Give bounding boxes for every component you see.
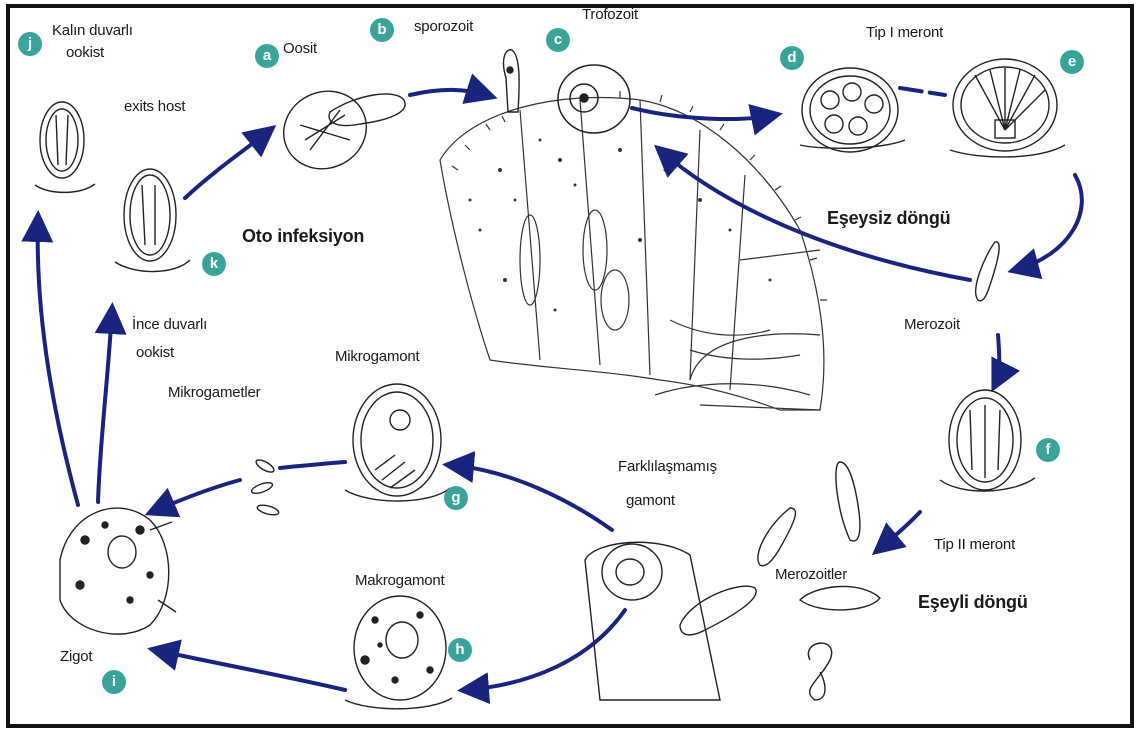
zigot-drawing [60, 508, 176, 634]
undifferentiated-gamont-drawing [585, 542, 756, 700]
tip2-meront-f-drawing [940, 390, 1035, 491]
badge-j: j [18, 32, 42, 56]
arrow-h-to-zigot [155, 650, 345, 690]
label-tip2-meront: Tip II meront [934, 536, 1015, 553]
label-farklilasmamis-line1: Farklılaşmamış [618, 458, 717, 475]
badge-a: a [255, 44, 279, 68]
arrow-c-to-d [632, 108, 775, 119]
arrow-zigot-to-k [98, 310, 112, 502]
arrow-gamont-to-h [465, 610, 625, 690]
oosit-drawing [271, 78, 405, 182]
label-merozoitler: Merozoitler [775, 566, 847, 583]
merozoit-drawing [976, 242, 999, 301]
label-eseysiz-dongu: Eşeysiz döngü [827, 210, 950, 227]
label-oosit: Oosit [283, 40, 317, 57]
badge-c: c [546, 28, 570, 52]
connector-d-to-e [900, 88, 945, 95]
label-farklilasmamis-line2: gamont [626, 492, 675, 509]
label-zigot: Zigot [60, 648, 92, 665]
label-oto-infeksiyon: Oto infeksiyon [242, 228, 364, 245]
mikrogamont-drawing [345, 384, 450, 501]
arrow-merozoit-to-f [995, 335, 999, 385]
badge-h: h [448, 638, 472, 662]
arrow-g-to-mikrogametler [280, 462, 345, 468]
badge-d: d [780, 46, 804, 70]
arrow-f-to-merozoitler [878, 512, 920, 550]
label-mikrogametler: Mikrogametler [168, 384, 260, 401]
badge-e: e [1060, 50, 1084, 74]
label-makrogamont: Makrogamont [355, 572, 445, 589]
arrow-mikrogametler-to-zigot [152, 480, 240, 512]
badge-f: f [1036, 438, 1060, 462]
arrow-a-to-b [410, 90, 490, 96]
intestinal-epithelium-drawing [440, 91, 827, 410]
label-eseyli-dongu: Eşeyli döngü [918, 594, 1028, 611]
badge-k: k [202, 252, 226, 276]
sporozoit-drawing [504, 50, 520, 112]
arrow-e-to-merozoit [1015, 175, 1082, 270]
arrow-zigot-to-j [38, 218, 78, 505]
label-exits-host: exits host [124, 98, 185, 115]
label-kalin-line1: Kalın duvarlı [52, 22, 133, 39]
tip1-meront-e-drawing [950, 59, 1065, 157]
label-kalin-line2: ookist [66, 44, 104, 61]
label-ince-line1: İnce duvarlı [132, 316, 207, 333]
badge-g: g [444, 486, 468, 510]
epithelium-stipple [469, 139, 772, 312]
badge-b: b [370, 18, 394, 42]
thick-walled-oocyst-drawing [35, 102, 95, 192]
label-sporozoit: sporozoit [414, 18, 473, 35]
makrogamont-drawing [345, 596, 452, 709]
arrow-gamont-to-g [450, 465, 612, 530]
label-trofozoit: Trofozoit [582, 6, 638, 23]
tip1-meront-d-drawing [800, 68, 905, 152]
arrow-k-to-a [185, 130, 270, 198]
badge-i: i [102, 670, 126, 694]
label-tip1-meront: Tip I meront [866, 24, 943, 41]
label-mikrogamont: Mikrogamont [335, 348, 420, 365]
label-merozoit: Merozoit [904, 316, 960, 333]
thin-walled-oocyst-drawing [115, 169, 190, 272]
label-ince-line2: ookist [136, 344, 174, 361]
mikrogametler-drawing [250, 458, 279, 517]
